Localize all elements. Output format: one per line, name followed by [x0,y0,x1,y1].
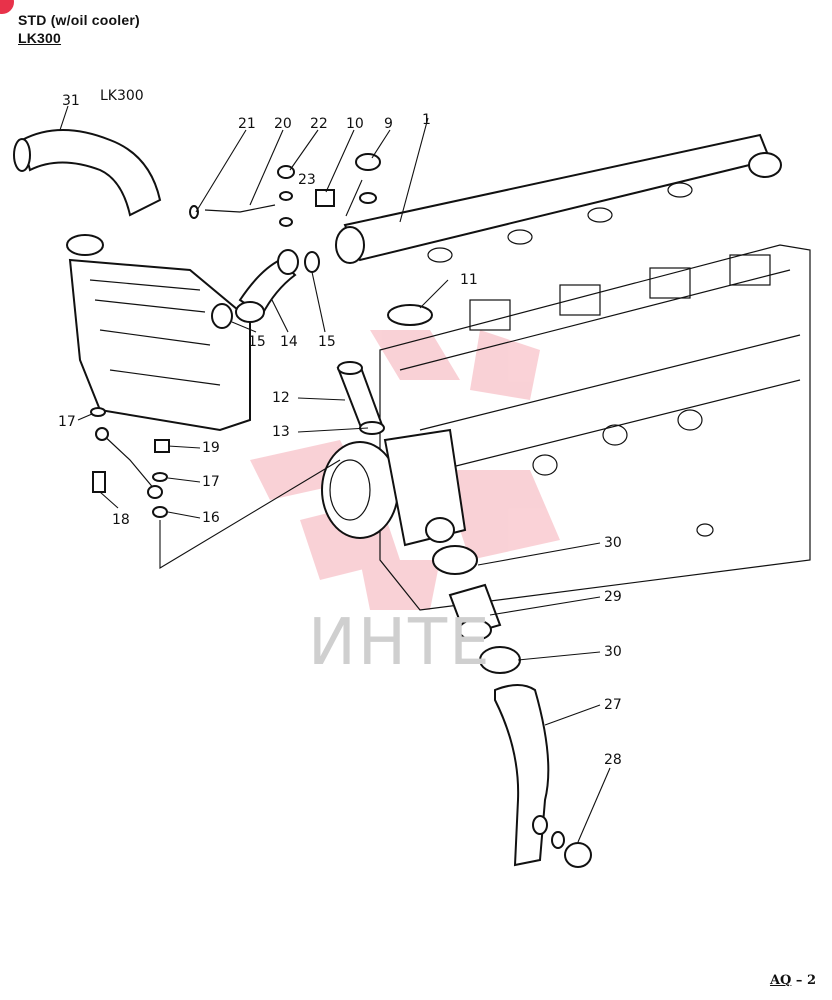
callout-17-right: 17 [202,474,220,490]
oil-cooler [66,234,251,432]
callout-21: 21 [238,116,256,132]
small-parts-left [90,407,170,518]
callout-15-left: 15 [248,334,266,350]
callout-17-left: 17 [58,414,76,430]
header-line-2: LK300 [18,30,62,46]
callout-19: 19 [202,440,220,456]
small-parts-upper [189,153,381,227]
header-line-1: STD (w/oil cooler) [18,12,140,28]
lower-hose-group [432,545,592,868]
leader-lines [59,105,611,843]
callout-1: 1 [422,112,431,128]
callout-14: 14 [280,334,298,350]
callout-12: 12 [272,390,290,406]
hose-12 [336,361,385,435]
callout-27: 27 [604,697,622,713]
water-manifold-1 [335,133,782,264]
callout-30-lower: 30 [604,644,622,660]
cylinder-head [379,244,811,611]
callout-11: 11 [460,272,478,288]
gasket-11 [387,304,433,326]
page-footer: AQ – 2 [770,973,816,988]
callout-10: 10 [346,116,364,132]
callout-28: 28 [604,752,622,768]
page-code: AQ [769,973,792,988]
callout-15-right: 15 [318,334,336,350]
callout-18: 18 [112,512,130,528]
diagram-title: LK300 [100,88,144,104]
callout-16: 16 [202,510,220,526]
page-number: 2 [806,973,816,988]
callout-29: 29 [604,589,622,605]
callout-22: 22 [310,116,328,132]
page-separator: – [795,973,807,988]
pipe-14 [211,249,320,329]
callout-23: 23 [298,172,316,188]
callout-30-upper: 30 [604,535,622,551]
callout-13: 13 [272,424,290,440]
callout-31: 31 [62,93,80,109]
callout-20: 20 [274,116,292,132]
water-pump [321,428,467,547]
callout-9: 9 [384,116,393,132]
hose-31 [13,129,162,217]
watermark-text: ИНТЕ [308,606,492,680]
